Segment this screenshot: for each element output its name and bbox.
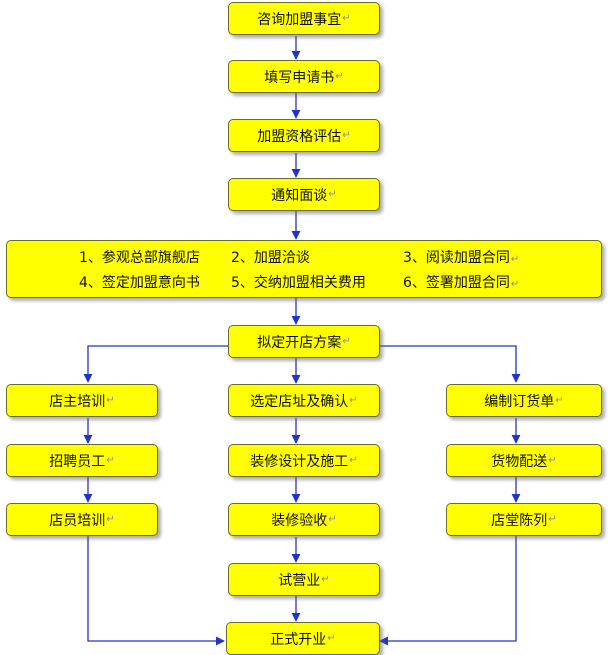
return-mark: ↵ (548, 455, 557, 466)
node-inspect: 装修验收↵ (228, 503, 380, 536)
return-mark: ↵ (342, 336, 351, 347)
node-owner-training-label: 店主培训 (49, 393, 106, 410)
node-recruit: 招聘员工↵ (6, 444, 158, 477)
node-site-select-label: 选定店址及确认 (250, 393, 349, 410)
return-mark: ↵ (327, 633, 336, 644)
return-mark: ↵ (510, 278, 520, 290)
return-mark: ↵ (548, 514, 557, 525)
node-trial-label: 试营业 (278, 572, 321, 589)
node-decorate-label: 装修设计及施工 (250, 453, 349, 470)
step-1: 1、参观总部旗舰店 (79, 249, 200, 266)
node-consult: 咨询加盟事宜↵ (228, 2, 380, 35)
return-mark: ↵ (349, 455, 358, 466)
node-evaluate-label: 加盟资格评估 (257, 128, 342, 145)
node-display-label: 店堂陈列 (491, 512, 548, 529)
node-notify-label: 通知面谈 (271, 187, 328, 204)
node-display: 店堂陈列↵ (446, 503, 602, 536)
node-open-label: 正式开业 (270, 631, 327, 648)
steps-row-2: 4、签定加盟意向书 5、交纳加盟相关费用 6、签署加盟合同↵ (79, 272, 519, 292)
step-5: 5、交纳加盟相关费用 (231, 274, 366, 291)
return-mark: ↵ (328, 189, 337, 200)
return-mark: ↵ (106, 395, 115, 406)
arrow-display-open (379, 536, 517, 646)
node-decorate: 装修设计及施工↵ (228, 444, 380, 477)
node-evaluate: 加盟资格评估↵ (228, 119, 380, 152)
node-apply-label: 填写申请书 (264, 69, 335, 86)
return-mark: ↵ (335, 71, 344, 82)
node-apply: 填写申请书↵ (228, 60, 380, 93)
arrow-plan-order (364, 345, 521, 383)
node-consult-label: 咨询加盟事宜 (257, 11, 342, 28)
node-notify: 通知面谈↵ (228, 178, 380, 211)
node-steps: 1、参观总部旗舰店 2、加盟洽谈 3、阅读加盟合同↵ 4、签定加盟意向书 5、交… (6, 240, 602, 298)
return-mark: ↵ (342, 130, 351, 141)
return-mark: ↵ (555, 395, 564, 406)
return-mark: ↵ (349, 395, 358, 406)
node-delivery-label: 货物配送 (491, 453, 548, 470)
node-recruit-label: 招聘员工 (49, 453, 106, 470)
return-mark: ↵ (106, 514, 115, 525)
return-mark: ↵ (106, 455, 115, 466)
arrow-staff-open (87, 536, 225, 646)
node-inspect-label: 装修验收 (271, 512, 328, 529)
steps-row-1: 1、参观总部旗舰店 2、加盟洽谈 3、阅读加盟合同↵ (79, 247, 519, 267)
node-staff-training: 店员培训↵ (6, 503, 158, 536)
step-2: 2、加盟洽谈 (231, 249, 310, 266)
step-6: 6、签署加盟合同↵ (403, 274, 520, 291)
node-order-label: 编制订货单 (484, 393, 555, 410)
arrow-plan-owner-training (83, 345, 228, 383)
return-mark: ↵ (321, 574, 330, 585)
node-delivery: 货物配送↵ (446, 444, 602, 477)
node-order: 编制订货单↵ (446, 384, 602, 417)
return-mark: ↵ (328, 514, 337, 525)
node-plan: 拟定开店方案↵ (228, 325, 380, 358)
node-plan-label: 拟定开店方案 (257, 334, 342, 351)
return-mark: ↵ (510, 253, 520, 265)
node-staff-training-label: 店员培训 (49, 512, 106, 529)
node-owner-training: 店主培训↵ (6, 384, 158, 417)
node-trial: 试营业↵ (228, 563, 380, 596)
step-4: 4、签定加盟意向书 (79, 274, 200, 291)
return-mark: ↵ (342, 13, 351, 24)
step-3: 3、阅读加盟合同↵ (403, 249, 520, 266)
node-site-select: 选定店址及确认↵ (228, 384, 380, 417)
node-open: 正式开业↵ (226, 622, 380, 655)
